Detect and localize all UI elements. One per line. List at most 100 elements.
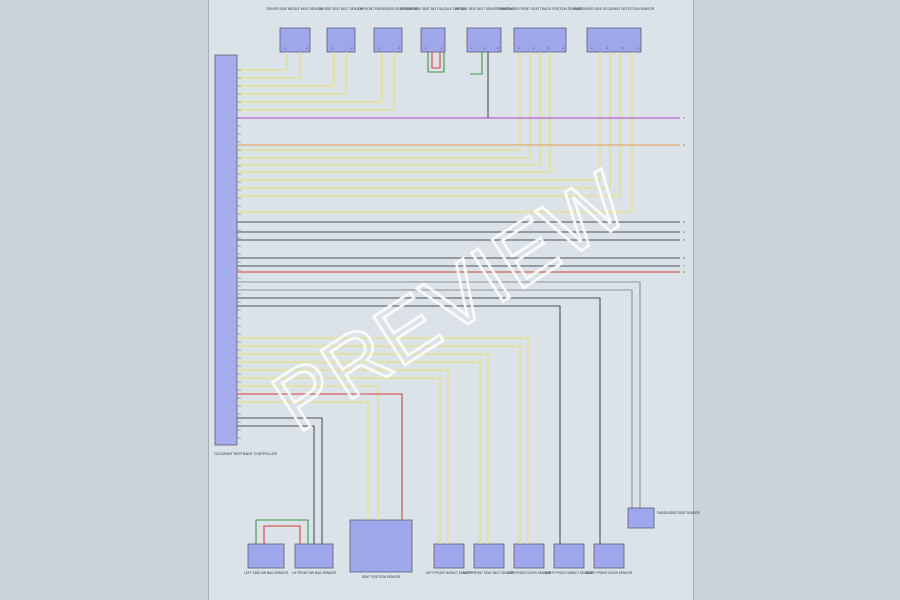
bottom-connector-label: LEFT FRONT DOOR SENSOR [507,571,552,575]
wire-group [237,52,680,544]
wire-green [255,519,309,544]
connector-pin: 3 [497,47,499,50]
wire [237,52,633,213]
wire [237,337,529,544]
wire [237,345,521,544]
connector-pin: 4 [562,47,564,50]
bottom-connector-label: SEAT POSITION SENSOR [362,575,401,579]
wire [237,52,347,95]
bottom-connector [247,543,285,569]
wire-red [431,52,441,69]
connector-pin: 4 [637,47,639,50]
bottom-connector [593,543,625,569]
connector-pin: 3 [547,47,549,50]
top-connector [513,27,567,53]
bottom-connector [553,543,585,569]
diagram-sheet [208,0,694,600]
terminal-label: 2 [683,144,685,147]
side-component [627,507,655,529]
terminal-label: 8 [683,271,685,274]
bottom-connector-label: LEFT FRONT SEAT BELT SENSOR [463,571,515,575]
wire [237,52,621,197]
wire [237,361,481,544]
top-connector-group: DRIVER SIDE MIDDLE HEAT SENSOR 1 2 LH SIDE … [267,7,655,53]
wire [237,52,395,111]
bottom-connector-label: RIGHT FRONT DOOR SENSOR [586,571,633,575]
wire [237,52,611,189]
bottom-connector [294,543,334,569]
side-component-label: PASSENGER SEAT SENSOR [657,511,701,515]
bottom-connector [433,543,465,569]
connector-pin: 2 [398,47,400,50]
terminal-label: 1 [683,117,685,120]
wire [237,52,551,173]
connector-pin: 2 [484,47,486,50]
wire [237,52,521,151]
wire-gray [237,281,641,508]
connector-pin: 1 [518,47,520,50]
top-connector [326,27,356,53]
top-connector [373,27,403,53]
wire [237,52,541,166]
top-connector-label: DRIVER SIDE SEAT BELT BUCKLE SWITCH [401,7,467,11]
connector-pin: 1 [284,47,286,50]
wire [237,52,531,159]
top-connector [279,27,311,53]
wire [237,369,449,544]
connector-pin: 2 [441,47,443,50]
terminal-label: 3 [683,221,685,224]
connector-pin: 1 [471,47,473,50]
wire [237,52,335,87]
terminal-label: 5 [683,239,685,242]
bottom-connector [473,543,505,569]
wire [237,52,601,181]
connector-pin: 2 [533,47,535,50]
wire-dark [237,52,489,119]
bottom-connector-label: LH FRONT AIR BAG SENSOR [292,571,337,575]
connector-pin: 2 [306,47,308,50]
top-connector-label: DRIVER SIDE MIDDLE HEAT SENSOR [267,7,324,11]
connector-pin: 2 [606,47,608,50]
top-connector [586,27,642,53]
wire-green [427,52,445,73]
connector-pin: 2 [351,47,353,50]
wire-dark [237,425,315,544]
wire [237,377,441,544]
wire-dark [237,417,323,544]
terminal-group: 1 2 3 4 5 6 7 8 [683,117,685,274]
top-connector-label: PASSENGER SIDE OCCUPANT DETECTION SENSOR [574,7,655,11]
control-module-label: OCCUPANT RESTRAINT CONTROLLER [214,452,277,456]
connector-pin: 1 [378,47,380,50]
wire-red [237,393,403,520]
top-connector-label: LH FRONT PASSENGER SEAT SENSOR [358,7,418,11]
top-connector-label: LH SIDE SEAT BELT SENSOR [319,7,364,11]
terminal-label: 4 [683,231,685,234]
wire [237,385,379,520]
bottom-connector [349,519,413,573]
connector-pin: 1 [425,47,427,50]
bottom-connector-label: LEFT SIDE AIR BAG SENSOR [244,571,289,575]
wire-dark [237,305,561,544]
wire [237,353,489,544]
bottom-connector-label: LEFT FRONT IMPACT SENSOR [426,571,473,575]
terminal-label: 7 [683,265,685,268]
top-connector [420,27,446,53]
top-connector-label: PASSENGER FRONT SEAT TRACK POSITION SENS… [499,7,582,11]
wire-gray [237,289,633,508]
control-module [214,54,238,446]
wire [237,52,301,79]
wire [237,52,288,71]
wire-red [263,525,301,544]
top-connector-label: LH SIDE SEAT BELT SENSOR SWITCH [455,7,513,11]
wire-dark [237,297,601,544]
connector-pin: 1 [331,47,333,50]
wire [237,52,383,103]
wire [237,401,369,520]
bottom-connector [513,543,545,569]
terminal-label: 6 [683,257,685,260]
wire-green [470,52,483,75]
connector-pin: 1 [591,47,593,50]
connector-pin: 3 [622,47,624,50]
